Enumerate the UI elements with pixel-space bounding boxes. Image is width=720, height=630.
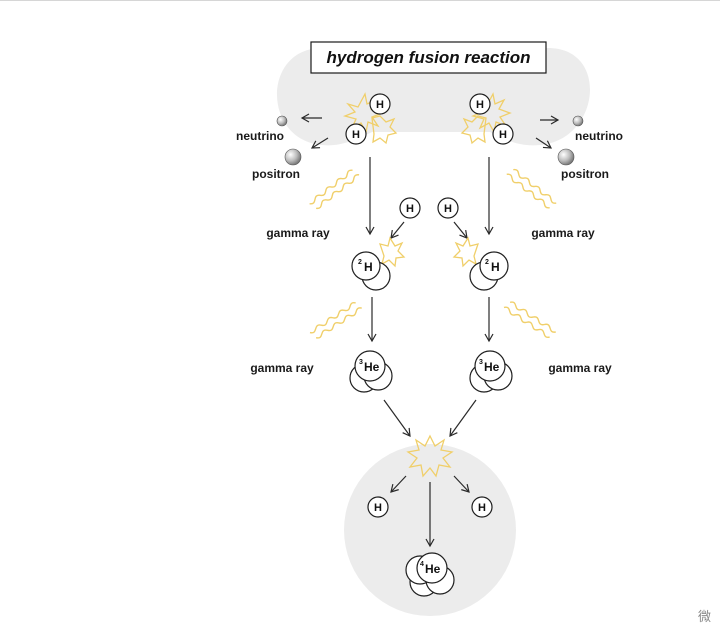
arrow-converge-right bbox=[449, 399, 477, 437]
neutrino-particle-right bbox=[572, 115, 584, 127]
hydrogen-atom: H bbox=[369, 93, 391, 115]
helium4-nucleus: 4 He bbox=[405, 552, 455, 597]
gamma-wave-right-upper bbox=[506, 168, 557, 209]
svg-text:H: H bbox=[444, 203, 452, 215]
positron-particle-left bbox=[284, 148, 302, 166]
svg-text:H: H bbox=[352, 129, 360, 141]
svg-text:H: H bbox=[406, 203, 414, 215]
svg-text:2: 2 bbox=[485, 259, 489, 266]
svg-text:4: 4 bbox=[420, 561, 424, 568]
gamma-ray-label-lower-right: gamma ray bbox=[548, 361, 612, 375]
svg-text:H: H bbox=[376, 99, 384, 111]
gamma-ray-label-upper-left: gamma ray bbox=[266, 226, 330, 240]
page-title: hydrogen fusion reaction bbox=[326, 48, 530, 67]
arrow-hydrogen-to-right bbox=[453, 221, 468, 239]
deuterium-nucleus-right: 2 H bbox=[469, 251, 509, 291]
gamma-wave-left-upper bbox=[309, 169, 360, 209]
hydrogen-atom: H bbox=[399, 197, 421, 219]
flash-right-top-2 bbox=[460, 115, 487, 145]
arrow-to-positron-right bbox=[535, 137, 553, 149]
arrow-hydrogen-to-left bbox=[390, 221, 405, 239]
svg-text:He: He bbox=[364, 360, 380, 374]
arrow-converge-left bbox=[383, 399, 411, 437]
arrow-to-positron-left bbox=[310, 137, 329, 149]
neutrino-label-right: neutrino bbox=[575, 129, 623, 143]
svg-text:H: H bbox=[491, 260, 500, 274]
hydrogen-atom: H bbox=[469, 93, 491, 115]
svg-text:3: 3 bbox=[359, 359, 363, 366]
svg-text:H: H bbox=[478, 502, 486, 514]
watermark-glyph: 微 bbox=[698, 610, 712, 625]
top-border bbox=[0, 0, 720, 1]
title-box bbox=[310, 41, 547, 74]
hydrogen-atom: H bbox=[437, 197, 459, 219]
flash-deuterium-left bbox=[379, 236, 406, 268]
neutrino-particle-left bbox=[276, 115, 288, 127]
flash-left-top-2 bbox=[371, 115, 398, 145]
gamma-wave-left-lower bbox=[309, 302, 362, 339]
flash-deuterium-right bbox=[452, 236, 479, 268]
hydrogen-atom: H bbox=[345, 123, 367, 145]
gamma-ray-label-upper-right: gamma ray bbox=[531, 226, 595, 240]
positron-label-right: positron bbox=[561, 167, 609, 181]
helium3-nucleus-right: 3 He bbox=[469, 350, 513, 393]
positron-label-left: positron bbox=[252, 167, 300, 181]
hydrogen-atom: H bbox=[492, 123, 514, 145]
gamma-ray-label-lower-left: gamma ray bbox=[250, 361, 314, 375]
svg-text:3: 3 bbox=[479, 359, 483, 366]
svg-text:2: 2 bbox=[358, 259, 362, 266]
svg-text:H: H bbox=[364, 260, 373, 274]
helium3-nucleus-left: 3 He bbox=[349, 350, 393, 393]
hydrogen-atom: H bbox=[367, 496, 389, 518]
svg-text:He: He bbox=[484, 360, 500, 374]
gamma-wave-right-lower bbox=[503, 301, 556, 338]
svg-text:H: H bbox=[476, 99, 484, 111]
arrow-release-left bbox=[390, 475, 407, 493]
hydrogen-atom: H bbox=[471, 496, 493, 518]
flash-bottom bbox=[406, 434, 454, 478]
deuterium-nucleus-left: 2 H bbox=[351, 251, 391, 291]
svg-text:H: H bbox=[499, 129, 507, 141]
svg-text:H: H bbox=[374, 502, 382, 514]
svg-text:He: He bbox=[425, 562, 441, 576]
neutrino-label-left: neutrino bbox=[236, 129, 284, 143]
positron-particle-right bbox=[557, 148, 575, 166]
arrow-release-right bbox=[453, 475, 470, 493]
